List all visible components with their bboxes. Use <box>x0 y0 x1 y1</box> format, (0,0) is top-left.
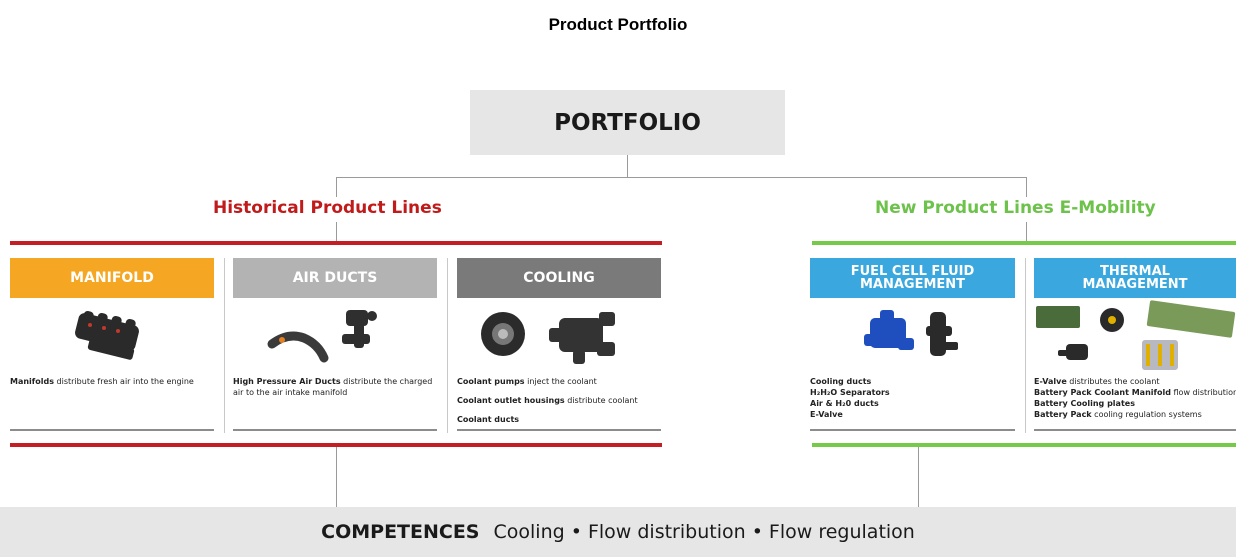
fuel-cell-line1-bold: Cooling ducts <box>810 377 872 386</box>
cooling-line1-bold: Coolant pumps <box>457 377 525 386</box>
cooling-product-image <box>481 312 615 364</box>
connector-right-title-to-bar <box>1026 222 1027 241</box>
new-bottom-bar <box>812 443 1236 447</box>
card-cooling-bottom-rule <box>457 429 661 431</box>
card-fuel-cell-title-line2: MANAGEMENT <box>859 277 966 292</box>
card-fuel-cell-bottom-rule <box>810 429 1015 431</box>
portfolio-root-box: PORTFOLIO <box>470 90 785 155</box>
card-cooling-description: Coolant pumps inject the coolant Coolant… <box>457 376 663 433</box>
connector-historical-to-competences <box>336 447 337 507</box>
competences-band: COMPETENCES Cooling • Flow distribution … <box>0 507 1236 557</box>
card-thermal-title-line1: THERMAL <box>1100 264 1170 279</box>
thermal-line1-bold: E-Valve <box>1034 377 1067 386</box>
connector-left-title-to-bar <box>336 222 337 241</box>
page-title: Product Portfolio <box>548 15 688 34</box>
air-ducts-product-image <box>267 310 377 363</box>
card-manifold-description: Manifolds distribute fresh air into the … <box>10 376 216 395</box>
manifold-line1-bold: Manifolds <box>10 377 55 386</box>
separator-3 <box>1025 258 1026 433</box>
connector-branch-horizontal <box>336 177 1026 178</box>
card-fuel-cell-description: Cooling ducts H₂H₂O Separators Air & H₂0… <box>810 376 1016 420</box>
cooling-line2-text: distribute coolant <box>564 396 638 405</box>
new-top-bar <box>812 241 1236 245</box>
historical-bottom-bar <box>10 443 662 447</box>
fuel-cell-line4-bold: E-Valve <box>810 410 843 419</box>
thermal-product-image <box>1036 300 1236 370</box>
card-thermal-header: THERMAL MANAGEMENT <box>1034 258 1236 298</box>
thermal-line3-bold: Battery Cooling plates <box>1034 399 1135 408</box>
card-air-ducts-title: AIR DUCTS <box>292 270 378 286</box>
new-group-title: New Product Lines E-Mobility <box>875 198 1156 218</box>
connector-left-down <box>336 177 337 197</box>
cooling-line2-bold: Coolant outlet housings <box>457 396 565 405</box>
fuel-cell-line2-bold: H₂H₂O Separators <box>810 388 890 397</box>
thermal-line2-text: flow distribution <box>1170 388 1236 397</box>
connector-new-to-competences <box>918 447 919 507</box>
separator-1 <box>224 258 225 433</box>
manifold-product-image <box>75 310 139 360</box>
manifold-line1-text: distribute fresh air into the engine <box>54 377 194 386</box>
card-thermal-description: E-Valve distributes the coolant Battery … <box>1034 376 1236 420</box>
card-air-ducts-description: High Pressure Air Ducts distribute the c… <box>233 376 439 406</box>
card-thermal-bottom-rule <box>1034 429 1236 431</box>
air-ducts-line1-text: distribute the charged air to the air in… <box>233 377 433 397</box>
card-manifold-header: MANIFOLD <box>10 258 214 298</box>
cooling-line1-text: inject the coolant <box>524 377 597 386</box>
portfolio-root-label: PORTFOLIO <box>554 109 701 136</box>
thermal-line4-bold: Battery Pack <box>1034 410 1092 419</box>
cooling-line3-bold: Coolant ducts <box>457 415 520 424</box>
card-fuel-cell-header: FUEL CELL FLUID MANAGEMENT <box>810 258 1015 298</box>
card-manifold-bottom-rule <box>10 429 214 431</box>
card-manifold-title: MANIFOLD <box>70 270 154 286</box>
connector-right-down <box>1026 177 1027 197</box>
thermal-line1-text: distributes the coolant <box>1066 377 1160 386</box>
card-cooling-header: COOLING <box>457 258 661 298</box>
air-ducts-line1-bold: High Pressure Air Ducts <box>233 377 341 386</box>
competences-label: COMPETENCES <box>321 521 480 543</box>
card-thermal-title-line2: MANAGEMENT <box>1082 277 1188 292</box>
fuel-cell-line3-bold: Air & H₂0 ducts <box>810 399 879 408</box>
competences-items: Cooling • Flow distribution • Flow regul… <box>493 521 915 543</box>
connector-root-down <box>627 155 628 177</box>
separator-2 <box>447 258 448 433</box>
card-cooling-title: COOLING <box>523 270 595 286</box>
fuel-cell-product-image <box>864 310 958 356</box>
card-air-ducts-header: AIR DUCTS <box>233 258 437 298</box>
historical-top-bar <box>10 241 662 245</box>
card-air-ducts-bottom-rule <box>233 429 437 431</box>
thermal-line2-bold: Battery Pack Coolant Manifold <box>1034 388 1171 397</box>
card-fuel-cell-title-line1: FUEL CELL FLUID <box>850 264 975 279</box>
thermal-line4-text: cooling regulation systems <box>1091 410 1202 419</box>
historical-group-title: Historical Product Lines <box>213 198 442 218</box>
